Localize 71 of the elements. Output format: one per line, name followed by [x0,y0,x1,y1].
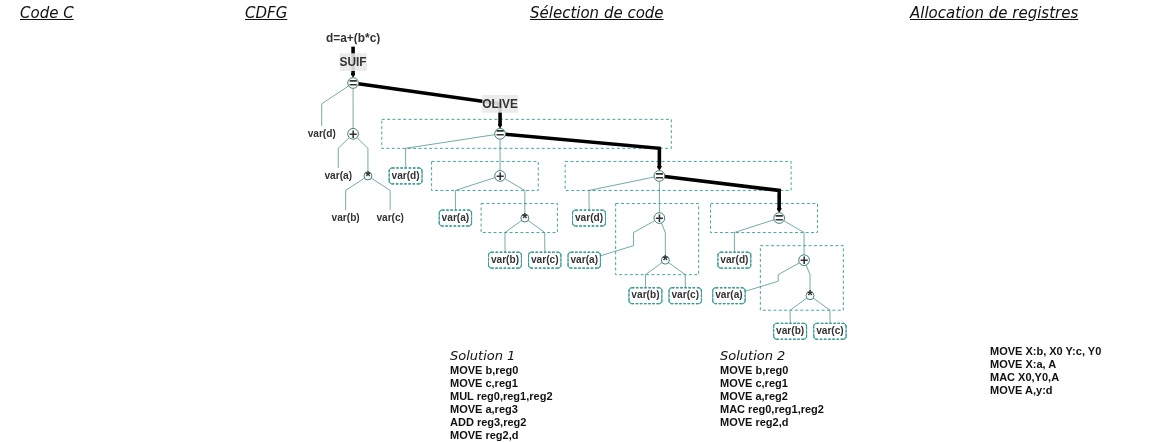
connector [345,177,365,211]
node-circle: = [773,212,785,224]
connector [352,88,354,129]
node-text: var(d) [307,127,336,139]
code-line: MAC reg0,reg1,reg2 [720,403,824,416]
node-circle: + [798,254,810,266]
connector [645,262,663,289]
column-heading: Sélection de code [530,4,664,22]
code-line: MOVE c,reg1 [450,377,518,390]
code-line: MOVE reg2,d [450,429,519,442]
column-heading: CDFG [245,4,288,22]
node-text: var(b) [331,211,360,224]
cluster [431,161,539,191]
code-line: MOVE b,reg0 [450,364,519,377]
connector [745,262,800,292]
connector [812,297,831,324]
cluster [381,118,672,149]
code-line: MOVE X:b, X0 Y:c, Y0 [990,345,1102,358]
connector [370,177,391,211]
cluster [564,161,792,191]
node-circle: * [520,213,530,223]
code-line: MAC X0,Y0,A [990,371,1060,384]
cluster [480,203,558,233]
connector [321,85,349,127]
code-line: MOVE A,y:d [990,384,1053,397]
column-heading: Code C [20,4,74,22]
node-circle: + [347,128,359,140]
connector [789,297,808,324]
connector [668,262,686,289]
solution-heading: Solution 1 [450,348,516,363]
node-circle: * [660,255,670,265]
arrow [664,174,782,213]
edge-label: SUIF [339,55,367,69]
connector [504,178,526,215]
connector [527,220,546,253]
cluster [710,203,818,233]
code-line: MOVE c,reg1 [720,377,788,390]
connector [455,177,496,211]
column-heading: Allocation de registres [910,4,1079,22]
connector [405,134,496,169]
node-text: var(a) [324,169,353,182]
node-circle: = [653,170,666,182]
edge-label: OLIVE [482,97,518,111]
connector [337,137,350,169]
node-circle: + [494,170,506,182]
connector [805,264,811,293]
node-circle: + [653,212,666,224]
arrow [505,132,662,171]
node-text: d=a+(b*c) [325,31,381,45]
code-line: MUL reg0,reg1,reg2 [450,390,553,403]
solution-heading: Solution 2 [720,348,786,363]
code-line: ADD reg3,reg2 [450,416,527,429]
connector [600,220,656,257]
code-line: MOVE reg2,d [720,416,789,429]
connector [504,220,522,253]
connector [588,176,655,211]
node-circle: = [347,77,359,89]
connector [356,137,369,173]
connector [783,220,805,256]
connector [659,180,660,214]
node-text: var(c) [376,211,404,224]
connector [661,222,666,257]
connector [499,138,501,171]
connector [734,219,775,253]
cluster [759,245,844,311]
node-circle: = [494,128,506,140]
code-line: MOVE a,reg3 [450,403,518,416]
code-line: MOVE b,reg0 [720,364,789,377]
cluster [615,203,700,276]
code-line: MOVE a,reg2 [720,390,788,403]
code-line: MOVE X:a, A [990,358,1057,371]
